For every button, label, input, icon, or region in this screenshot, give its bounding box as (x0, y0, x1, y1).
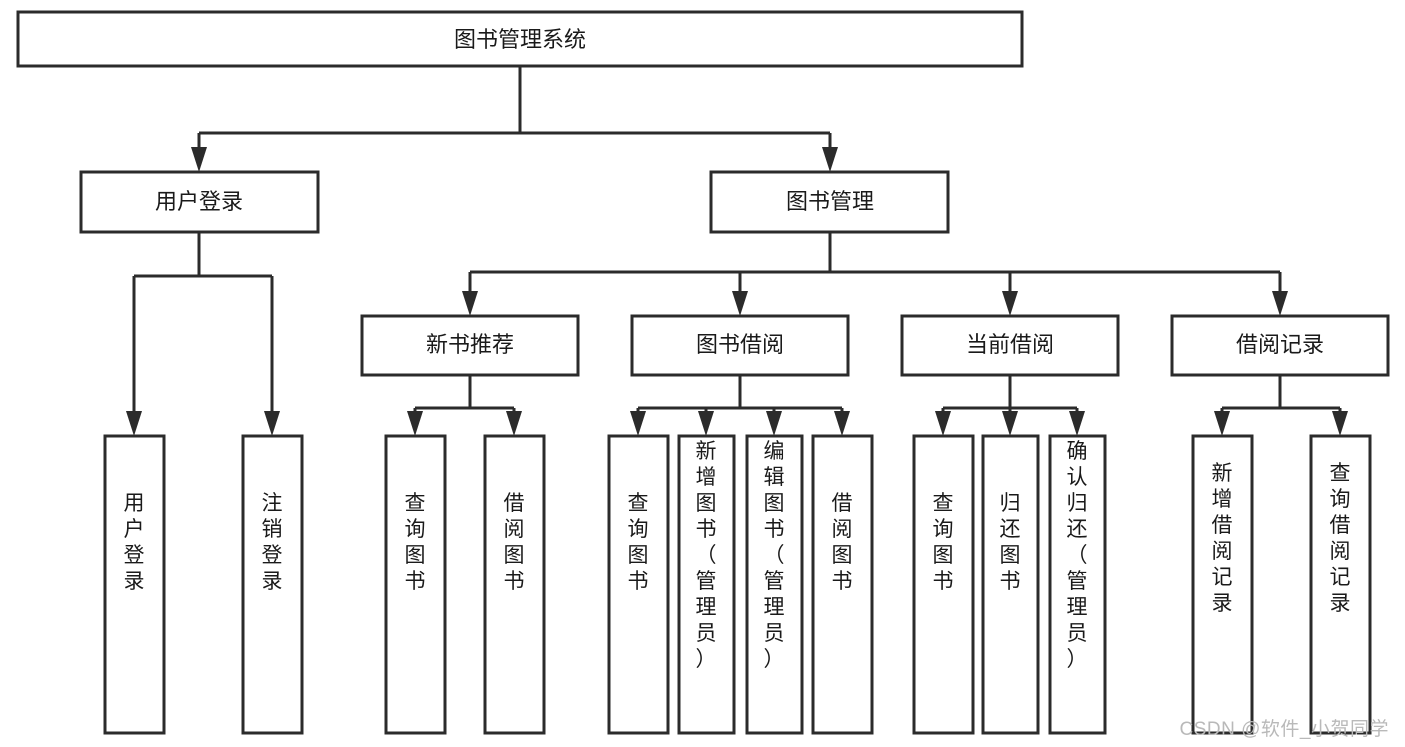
arrow-record-to-leaf13 (1332, 411, 1348, 436)
node-newbook[interactable]: 新书推荐 (360, 314, 580, 377)
node-leaf6-label: 新增图书（管理员） (696, 440, 717, 671)
node-leaf10-box[interactable] (981, 434, 1040, 735)
node-leaf7-label: 编辑图书（管理员） (764, 440, 785, 671)
arrow-bookmgmt-to-newbook (462, 291, 478, 316)
arrow-root-to-login (191, 147, 207, 172)
node-newbook-label: 新书推荐 (426, 332, 514, 357)
node-leaf4-box[interactable] (483, 434, 546, 735)
node-leaf1-label: 用户登录 (124, 492, 145, 593)
node-leaf8-box[interactable] (811, 434, 874, 735)
node-leaf8[interactable]: 借阅图书 (811, 434, 874, 735)
node-current[interactable]: 当前借阅 (900, 314, 1120, 377)
node-borrow-box[interactable] (630, 314, 850, 377)
node-leaf11[interactable]: 确认归还（管理员） (1048, 434, 1107, 735)
node-login-label: 用户登录 (155, 189, 243, 214)
arrow-record-to-leaf12 (1214, 411, 1230, 436)
arrow-current-to-leaf10 (1002, 411, 1018, 436)
node-leaf12-box[interactable] (1191, 434, 1254, 735)
node-record[interactable]: 借阅记录 (1170, 314, 1390, 377)
arrow-borrow-to-leaf8 (834, 411, 850, 436)
node-bookmgmt[interactable]: 图书管理 (709, 170, 950, 234)
node-leaf2[interactable]: 注销登录 (241, 434, 304, 735)
node-leaf2-label: 注销登录 (262, 492, 283, 593)
node-leaf11-box[interactable] (1048, 434, 1107, 735)
node-leaf13-label: 查询借阅记录 (1330, 462, 1351, 615)
node-leaf1-box[interactable] (103, 434, 166, 735)
node-leaf4[interactable]: 借阅图书 (483, 434, 546, 735)
node-leaf5-box[interactable] (607, 434, 670, 735)
node-leaf13[interactable]: 查询借阅记录 (1309, 434, 1372, 735)
node-leaf9-label: 查询图书 (933, 492, 954, 593)
node-leaf6-box[interactable] (677, 434, 736, 735)
arrow-bookmgmt-to-current (1002, 291, 1018, 316)
node-leaf6[interactable]: 新增图书（管理员） (677, 434, 736, 735)
node-leaf12-label: 新增借阅记录 (1212, 462, 1233, 615)
node-leaf3-label: 查询图书 (405, 492, 426, 593)
node-leaf13-box[interactable] (1309, 434, 1372, 735)
node-borrow[interactable]: 图书借阅 (630, 314, 850, 377)
node-leaf5-label: 查询图书 (628, 492, 649, 593)
node-login[interactable]: 用户登录 (79, 170, 320, 234)
node-current-box[interactable] (900, 314, 1120, 377)
arrow-borrow-to-leaf6 (698, 411, 714, 436)
arrow-newbook-to-leaf4 (506, 411, 522, 436)
node-leaf8-label: 借阅图书 (832, 492, 853, 593)
node-login-box[interactable] (79, 170, 320, 234)
node-leaf7[interactable]: 编辑图书（管理员） (745, 434, 804, 735)
node-newbook-box[interactable] (360, 314, 580, 377)
node-leaf4-label: 借阅图书 (504, 492, 525, 593)
node-leaf11-label: 确认归还（管理员） (1067, 440, 1088, 671)
node-root-box[interactable] (16, 10, 1024, 68)
node-leaf10[interactable]: 归还图书 (981, 434, 1040, 735)
node-leaf9-box[interactable] (912, 434, 975, 735)
node-leaf12[interactable]: 新增借阅记录 (1191, 434, 1254, 735)
arrow-current-to-leaf11 (1069, 411, 1085, 436)
node-bookmgmt-label: 图书管理 (786, 189, 874, 214)
node-leaf3[interactable]: 查询图书 (384, 434, 447, 735)
node-leaf5[interactable]: 查询图书 (607, 434, 670, 735)
arrow-current-to-leaf9 (935, 411, 951, 436)
node-leaf7-box[interactable] (745, 434, 804, 735)
arrow-login-to-leaf1 (126, 411, 142, 436)
node-record-box[interactable] (1170, 314, 1390, 377)
node-leaf10-label: 归还图书 (1000, 492, 1021, 593)
node-root-label: 图书管理系统 (454, 27, 586, 52)
node-leaf9[interactable]: 查询图书 (912, 434, 975, 735)
arrow-borrow-to-leaf5 (630, 411, 646, 436)
node-root[interactable]: 图书管理系统 (16, 10, 1024, 68)
node-leaf3-box[interactable] (384, 434, 447, 735)
arrow-bookmgmt-to-record (1272, 291, 1288, 316)
node-current-label: 当前借阅 (966, 332, 1054, 357)
node-bookmgmt-box[interactable] (709, 170, 950, 234)
arrow-root-to-bookmgmt (822, 147, 838, 172)
node-record-label: 借阅记录 (1236, 332, 1324, 357)
node-borrow-label: 图书借阅 (696, 332, 784, 357)
connector-layer (126, 66, 1348, 436)
node-leaf2-box[interactable] (241, 434, 304, 735)
arrow-borrow-to-leaf7 (766, 411, 782, 436)
arrow-login-to-leaf2 (264, 411, 280, 436)
arrow-bookmgmt-to-borrow (732, 291, 748, 316)
node-leaf1[interactable]: 用户登录 (103, 434, 166, 735)
arrow-newbook-to-leaf3 (407, 411, 423, 436)
